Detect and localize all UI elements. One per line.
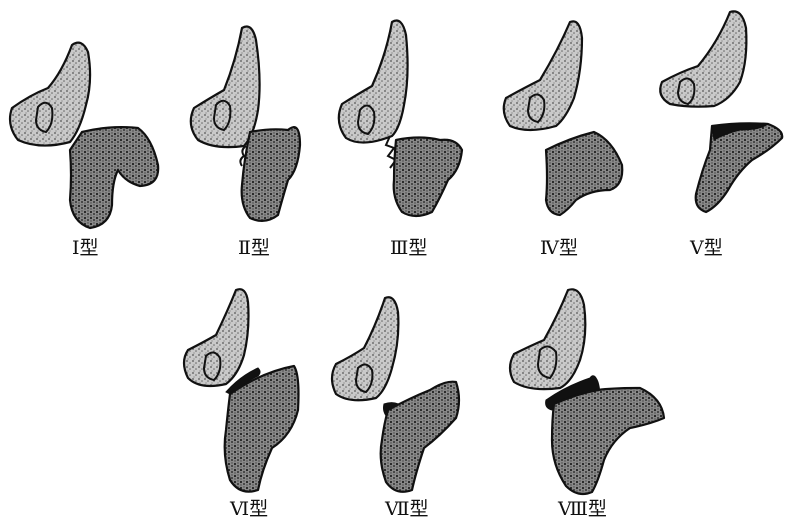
- lower-fragment: [696, 123, 783, 212]
- hole-outline: [538, 346, 556, 378]
- type-label: Ⅴ型: [689, 237, 723, 259]
- lower-fragment: [242, 127, 300, 221]
- type-label: Ⅶ型: [384, 498, 429, 520]
- panel-type-8: Ⅷ型: [510, 289, 664, 520]
- type-label: Ⅵ型: [229, 498, 268, 520]
- panel-type-7: Ⅶ型: [332, 297, 459, 520]
- type-label: Ⅰ型: [72, 237, 99, 259]
- hole-outline: [356, 364, 372, 392]
- panel-type-3: Ⅲ型: [339, 21, 462, 259]
- lower-fragment: [552, 388, 664, 494]
- lower-fragment: [70, 127, 158, 228]
- panel-type-5: Ⅴ型: [660, 11, 782, 259]
- type-label: Ⅳ型: [540, 237, 578, 259]
- lower-fragment: [394, 138, 462, 217]
- upper-fragment: [10, 43, 90, 146]
- panel-type-6: Ⅵ型: [184, 289, 299, 520]
- type-label: Ⅱ型: [238, 237, 270, 259]
- hole-outline: [36, 103, 52, 132]
- type-label: Ⅲ型: [390, 237, 427, 259]
- lower-fragment: [546, 132, 622, 215]
- panel-type-1: Ⅰ型: [10, 43, 158, 259]
- hole-outline: [204, 352, 220, 380]
- hole-outline: [678, 78, 694, 104]
- upper-fragment: [660, 11, 746, 106]
- hole-outline: [528, 94, 544, 122]
- type-label: Ⅷ型: [557, 498, 607, 520]
- panel-type-2: Ⅱ型: [191, 27, 300, 260]
- panel-type-4: Ⅳ型: [504, 21, 623, 259]
- hole-outline: [214, 101, 230, 130]
- lower-fragment: [381, 382, 459, 492]
- hole-outline: [358, 105, 374, 134]
